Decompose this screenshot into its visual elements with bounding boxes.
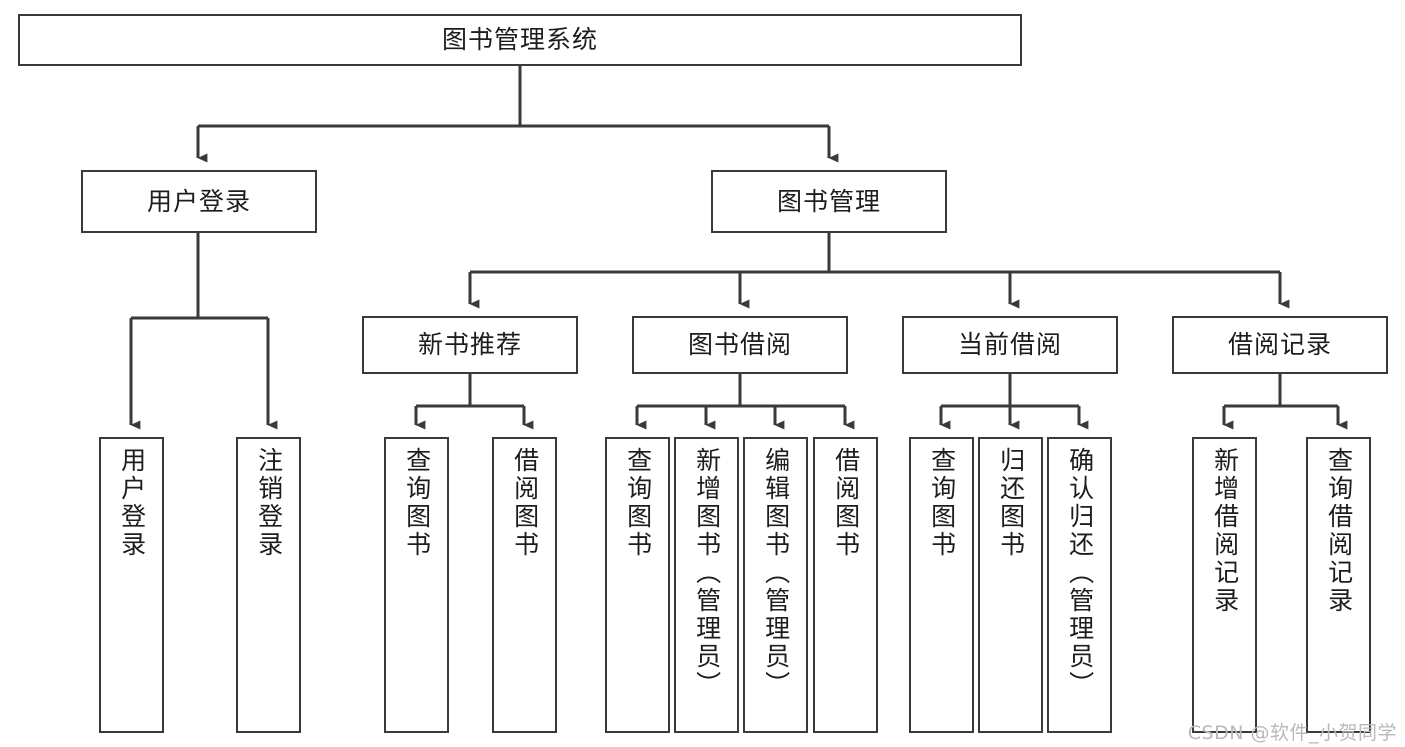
csdn-watermark: CSDN @软件_小贺同学 xyxy=(1187,722,1397,744)
node-leaf-query-book-2[interactable]: 查询图书 xyxy=(605,437,670,733)
node-current-borrow[interactable]: 当前借阅 xyxy=(902,316,1118,374)
node-new-book-recommend[interactable]: 新书推荐 xyxy=(362,316,578,374)
node-book-borrow[interactable]: 图书借阅 xyxy=(632,316,848,374)
node-leaf-user-login-label: 用户登录 xyxy=(117,447,147,559)
node-leaf-borrow-book-1-label: 借阅图书 xyxy=(510,447,540,559)
node-current-borrow-label: 当前借阅 xyxy=(957,330,1062,360)
node-leaf-user-logout-label: 注销登录 xyxy=(254,447,284,559)
node-book-borrow-label: 图书借阅 xyxy=(687,330,792,360)
node-leaf-confirm-return-label: 确认归还（管理员） xyxy=(1065,447,1095,699)
node-new-book-recommend-label: 新书推荐 xyxy=(417,330,522,360)
node-leaf-return-book-label: 归还图书 xyxy=(996,447,1026,559)
node-user-login[interactable]: 用户登录 xyxy=(81,170,317,233)
node-borrow-record[interactable]: 借阅记录 xyxy=(1172,316,1388,374)
node-user-login-label: 用户登录 xyxy=(146,186,251,216)
node-leaf-borrow-book-1[interactable]: 借阅图书 xyxy=(492,437,557,733)
node-leaf-query-book-3[interactable]: 查询图书 xyxy=(909,437,974,733)
node-leaf-confirm-return[interactable]: 确认归还（管理员） xyxy=(1047,437,1112,733)
node-leaf-user-login[interactable]: 用户登录 xyxy=(99,437,164,733)
node-leaf-borrow-book-2[interactable]: 借阅图书 xyxy=(813,437,878,733)
node-leaf-user-logout[interactable]: 注销登录 xyxy=(236,437,301,733)
node-leaf-add-record-label: 新增借阅记录 xyxy=(1210,447,1240,615)
node-leaf-add-book-label: 新增图书（管理员） xyxy=(692,447,722,699)
node-leaf-borrow-book-2-label: 借阅图书 xyxy=(831,447,861,559)
node-leaf-query-book-1-label: 查询图书 xyxy=(402,447,432,559)
node-borrow-record-label: 借阅记录 xyxy=(1227,330,1332,360)
node-leaf-add-book[interactable]: 新增图书（管理员） xyxy=(674,437,739,733)
node-root-system-label: 图书管理系统 xyxy=(441,25,598,55)
node-leaf-query-record[interactable]: 查询借阅记录 xyxy=(1306,437,1371,733)
node-leaf-edit-book[interactable]: 编辑图书（管理员） xyxy=(743,437,808,733)
node-root-system[interactable]: 图书管理系统 xyxy=(18,14,1022,66)
node-leaf-query-book-1[interactable]: 查询图书 xyxy=(384,437,449,733)
node-leaf-query-book-3-label: 查询图书 xyxy=(927,447,957,559)
node-leaf-query-book-2-label: 查询图书 xyxy=(623,447,653,559)
node-book-management-label: 图书管理 xyxy=(776,186,881,216)
node-leaf-return-book[interactable]: 归还图书 xyxy=(978,437,1043,733)
node-leaf-add-record[interactable]: 新增借阅记录 xyxy=(1192,437,1257,733)
node-leaf-query-record-label: 查询借阅记录 xyxy=(1324,447,1354,615)
node-leaf-edit-book-label: 编辑图书（管理员） xyxy=(761,447,791,699)
node-book-management[interactable]: 图书管理 xyxy=(711,170,947,233)
